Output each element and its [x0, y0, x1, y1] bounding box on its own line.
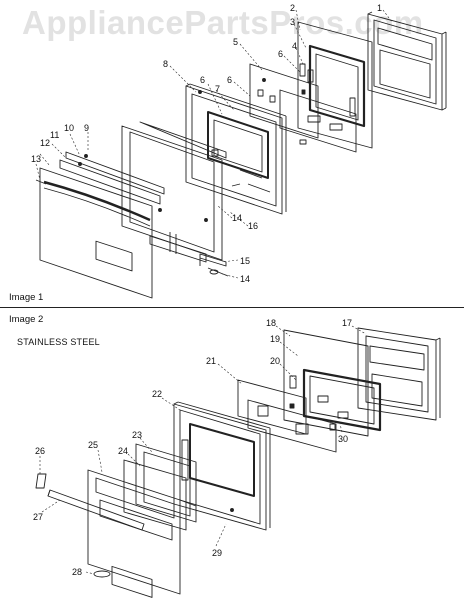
- callout-18: 18: [266, 318, 277, 328]
- part-door-liner: [185, 83, 287, 215]
- callout-16: 16: [248, 221, 259, 231]
- watermark: AppliancePartsPros.com: [22, 4, 424, 41]
- callout-13: 13: [31, 154, 42, 164]
- part-glass-pack: [121, 121, 227, 263]
- callout-25: 25: [88, 440, 99, 450]
- callout-3: 3: [290, 17, 296, 27]
- callout-15: 15: [240, 256, 251, 266]
- callout-30: 30: [338, 434, 349, 444]
- callout-12: 12: [40, 138, 51, 148]
- caption-image-1: Image 1: [9, 292, 44, 303]
- part-window-frame-ss: [289, 368, 382, 432]
- callout-9: 9: [84, 123, 90, 133]
- part-outer-panel-ss: [357, 327, 441, 421]
- part-insulation-ss: [237, 379, 337, 453]
- callout-1: 1: [377, 3, 383, 13]
- subtitle-stainless-steel: STAINLESS STEEL: [17, 337, 100, 347]
- part-hinge-brackets: [299, 63, 314, 95]
- callout-21: 21: [206, 356, 217, 366]
- callout-6c: 6: [200, 75, 206, 85]
- part-frame-ss: [283, 329, 369, 437]
- callout-10: 10: [64, 123, 75, 133]
- part-glass-pack-ss: [123, 443, 197, 531]
- caption-image-2: Image 2: [9, 314, 44, 325]
- callout-28: 28: [72, 567, 83, 577]
- part-window-frame: [297, 21, 373, 149]
- section-divider: [0, 307, 464, 308]
- callout-27: 27: [33, 512, 44, 522]
- callout-17: 17: [342, 318, 353, 328]
- part-door-liner-ss: [173, 401, 271, 531]
- callout-19: 19: [270, 334, 281, 344]
- part-inner-shield: [279, 89, 357, 153]
- callout-24: 24: [118, 446, 129, 456]
- callout-23: 23: [132, 430, 143, 440]
- callout-4: 4: [292, 41, 298, 51]
- callout-6a: 6: [278, 49, 284, 59]
- part-front-panel-ss: [87, 469, 181, 598]
- callout-22: 22: [152, 389, 163, 399]
- leader-lines-image2: [39, 325, 367, 575]
- part-outer-panel: [367, 11, 447, 111]
- callout-6b: 6: [227, 75, 233, 85]
- part-screws: [78, 78, 266, 222]
- leader-lines-image1: [35, 9, 393, 279]
- part-end-cap: [35, 473, 47, 489]
- callout-26: 26: [35, 446, 46, 456]
- callout-29: 29: [212, 548, 223, 558]
- part-handle-ss: [47, 489, 145, 531]
- callout-20: 20: [270, 356, 281, 366]
- part-trim-strip: [59, 151, 165, 205]
- part-insulation: [249, 63, 319, 139]
- callout-14b: 14: [240, 274, 251, 284]
- callout-14a: 14: [232, 213, 243, 223]
- callout-7: 7: [215, 84, 221, 94]
- callout-11: 11: [50, 130, 60, 140]
- callout-2: 2: [290, 3, 296, 13]
- part-front-panel: [35, 167, 153, 299]
- part-plug: [93, 570, 111, 578]
- callout-8: 8: [163, 59, 169, 69]
- callout-5: 5: [233, 37, 239, 47]
